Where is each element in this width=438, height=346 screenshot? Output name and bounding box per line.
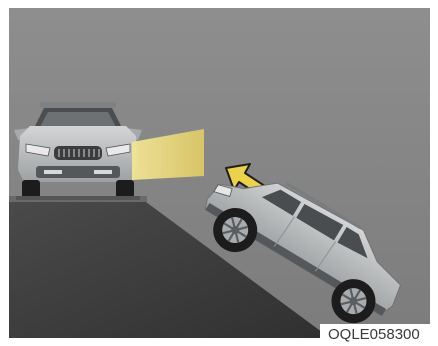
figure-code-label: OQLE058300: [320, 324, 438, 346]
